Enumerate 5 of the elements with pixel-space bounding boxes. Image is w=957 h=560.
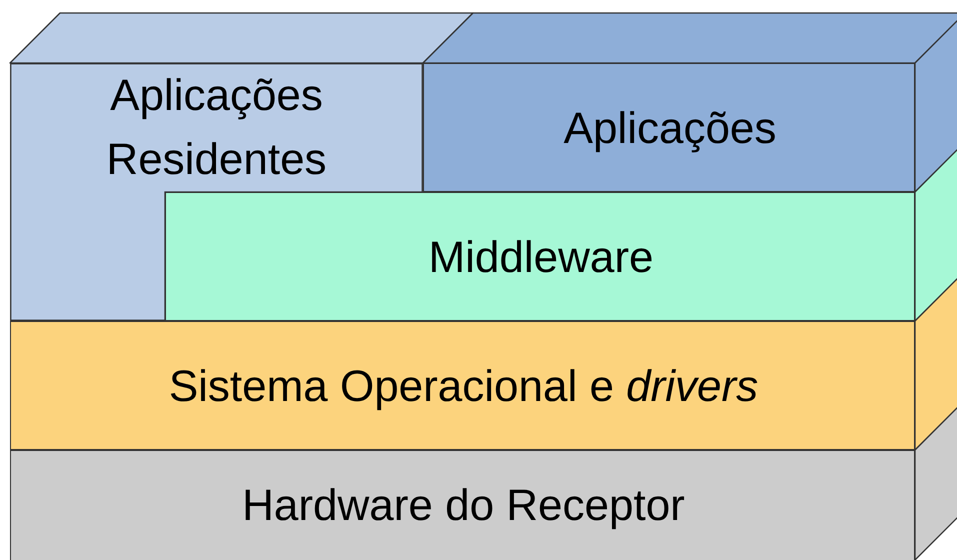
layer-label: Sistema Operacional e drivers [168, 360, 758, 413]
layer-label: Aplicações Residentes [105, 70, 328, 186]
layer-label: Hardware do Receptor [242, 480, 685, 532]
layer-label: Middleware [428, 232, 654, 284]
layer-label: Aplicações [564, 102, 776, 155]
